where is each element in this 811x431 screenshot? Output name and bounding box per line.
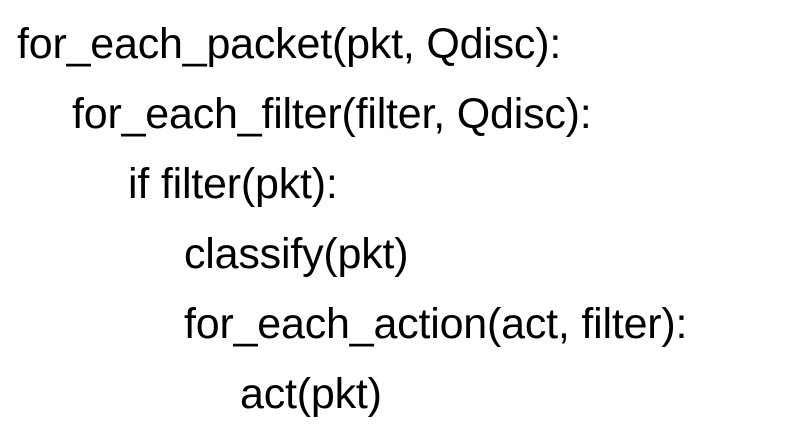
code-line-for-each-packet: for_each_packet(pkt, Qdisc): (17, 20, 562, 68)
code-line-classify: classify(pkt) (184, 230, 409, 278)
code-line-if-filter: if filter(pkt): (128, 160, 338, 208)
code-line-act: act(pkt) (240, 370, 382, 418)
code-line-for-each-filter: for_each_filter(filter, Qdisc): (72, 90, 592, 138)
code-line-for-each-action: for_each_action(act, filter): (184, 300, 688, 348)
